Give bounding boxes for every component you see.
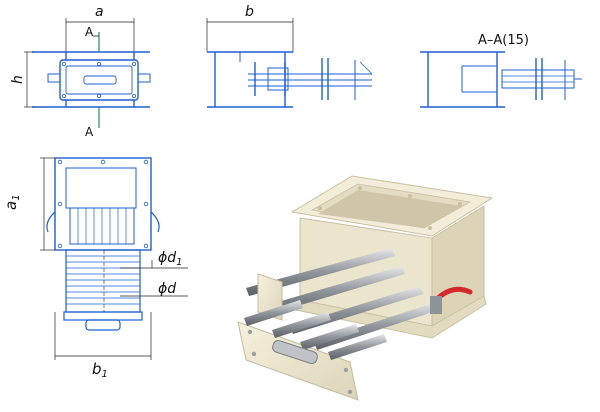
dimension-a-label: a	[95, 4, 104, 20]
dimension-a1-label: a1	[2, 194, 22, 210]
render-3d	[237, 175, 494, 401]
dimension-b1-label: b1	[92, 360, 108, 380]
section-marker-top: A	[85, 25, 94, 39]
front-view	[24, 18, 151, 128]
section-marker-bottom: A	[85, 125, 94, 139]
side-view	[206, 18, 373, 108]
dimension-h-label: h	[10, 75, 26, 84]
dimension-b-label: b	[245, 4, 254, 20]
dimension-d1-label: ϕd1	[158, 250, 183, 268]
section-title: A–A(15)	[478, 33, 529, 48]
dimension-d-label: ϕd	[158, 281, 176, 297]
section-view	[420, 51, 582, 108]
top-view	[46, 157, 160, 331]
top-view-dimensions	[40, 157, 188, 360]
